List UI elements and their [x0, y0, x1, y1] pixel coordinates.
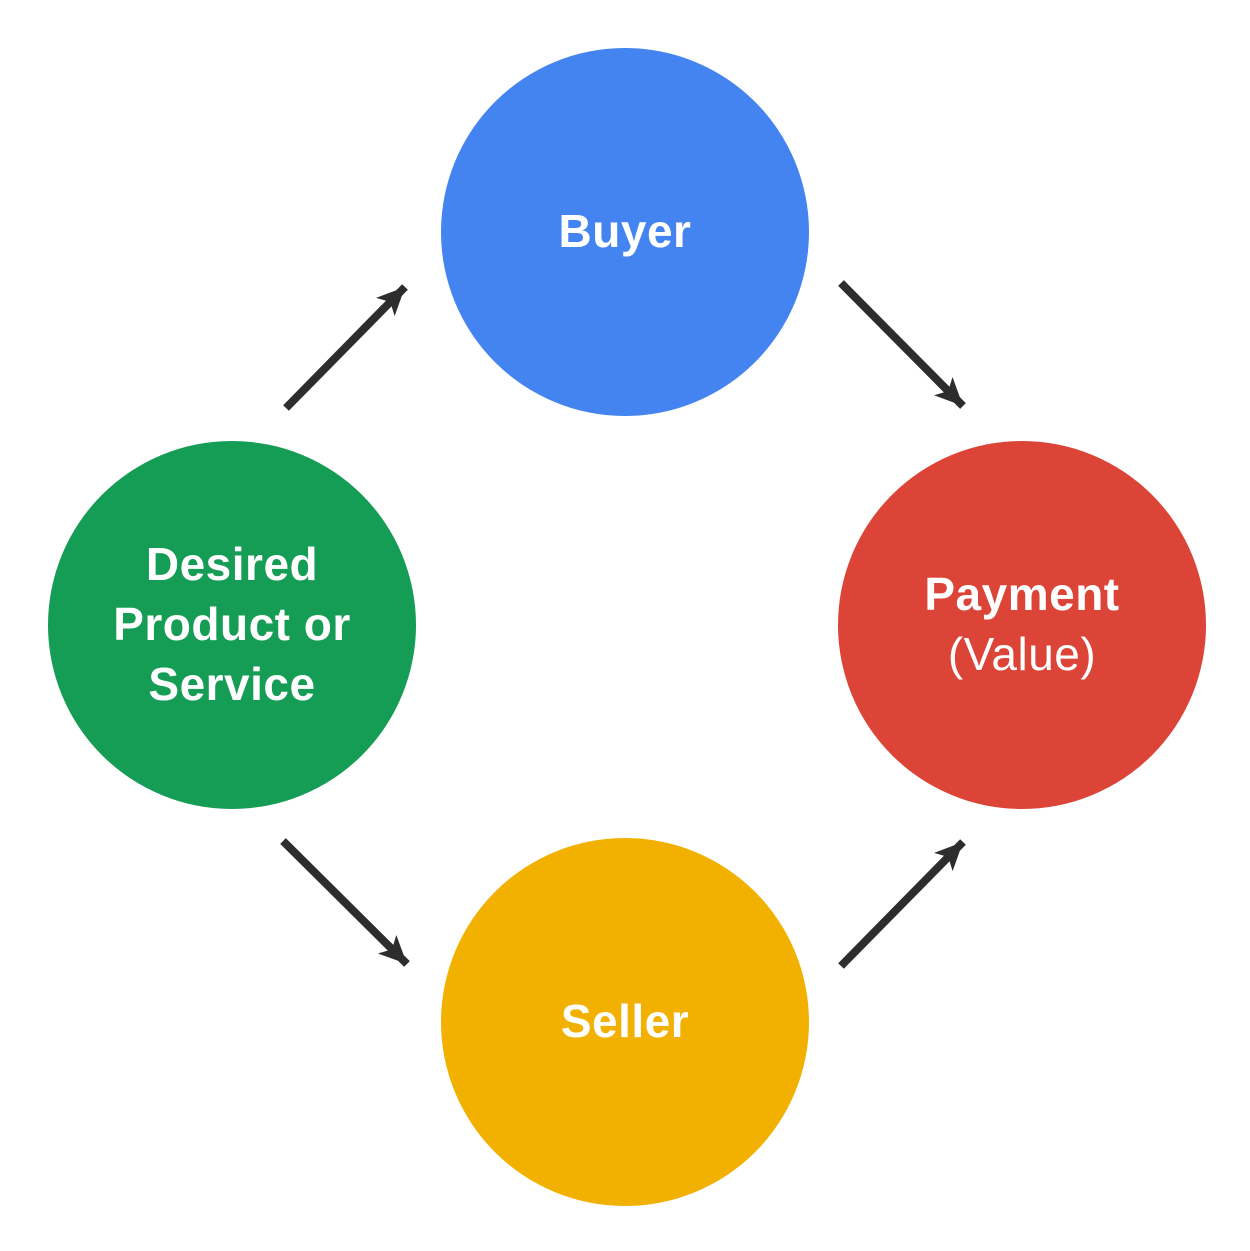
node-buyer: Buyer	[441, 48, 809, 416]
arrow-buyer-to-payment	[838, 280, 966, 409]
node-desired-product-or-service: Desired Product or Service	[48, 441, 416, 809]
arrow-seller-to-payment	[838, 839, 966, 969]
arrow-desired-to-seller	[280, 838, 410, 967]
node-payment: Payment (Value)	[838, 441, 1206, 809]
node-seller-label: Seller	[560, 995, 690, 1048]
node-payment-sublabel: (Value)	[947, 628, 1097, 680]
node-buyer-label: Buyer	[558, 205, 692, 258]
node-desired-product-or-service-label: Desired Product or Service	[113, 538, 351, 710]
node-payment-label: Payment	[924, 568, 1120, 621]
arrow-desired-to-buyer	[283, 284, 408, 411]
node-seller: Seller	[441, 838, 809, 1206]
